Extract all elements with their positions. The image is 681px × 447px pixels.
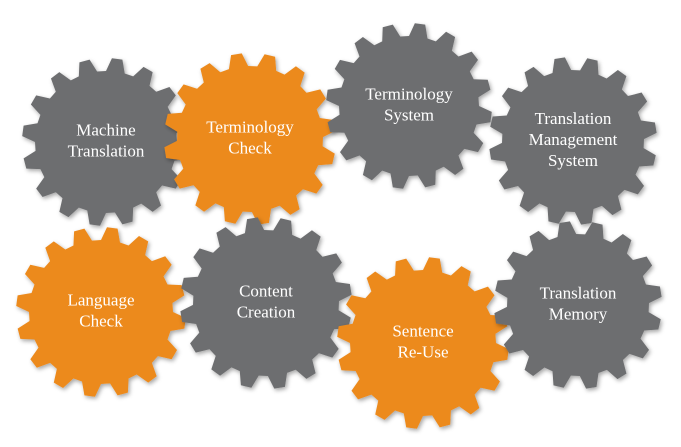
- gear-label-line: Language: [67, 290, 134, 309]
- gear-shape: [16, 227, 186, 397]
- gear-label-line: Terminology: [206, 117, 294, 136]
- gear-shape: [326, 23, 492, 189]
- gear-shape: [164, 53, 336, 225]
- gear-label-line: Translation: [68, 141, 145, 160]
- gear-label-line: Machine: [76, 120, 135, 139]
- gear-label-line: Content: [239, 281, 293, 300]
- gear-label-line: Sentence: [392, 321, 453, 340]
- gear-shape: [180, 217, 352, 389]
- gear-label-line: System: [384, 105, 434, 124]
- gear-shape: [22, 58, 190, 226]
- gear-label-line: Management: [529, 130, 618, 149]
- gear-label-line: Terminology: [365, 84, 453, 103]
- gear-shape: [489, 57, 657, 225]
- gear-shape: [337, 257, 509, 429]
- gear-label-line: Re-Use: [398, 342, 449, 361]
- gear-shape: [494, 221, 662, 389]
- gear-label-line: Memory: [549, 304, 608, 323]
- gear-label-line: Translation: [535, 109, 612, 128]
- gear-label-line: Check: [79, 311, 123, 330]
- gear-label-line: Creation: [237, 302, 296, 321]
- gear-label-line: Translation: [540, 283, 617, 302]
- gear-label-line: System: [548, 151, 598, 170]
- gear-label-line: Check: [228, 138, 272, 157]
